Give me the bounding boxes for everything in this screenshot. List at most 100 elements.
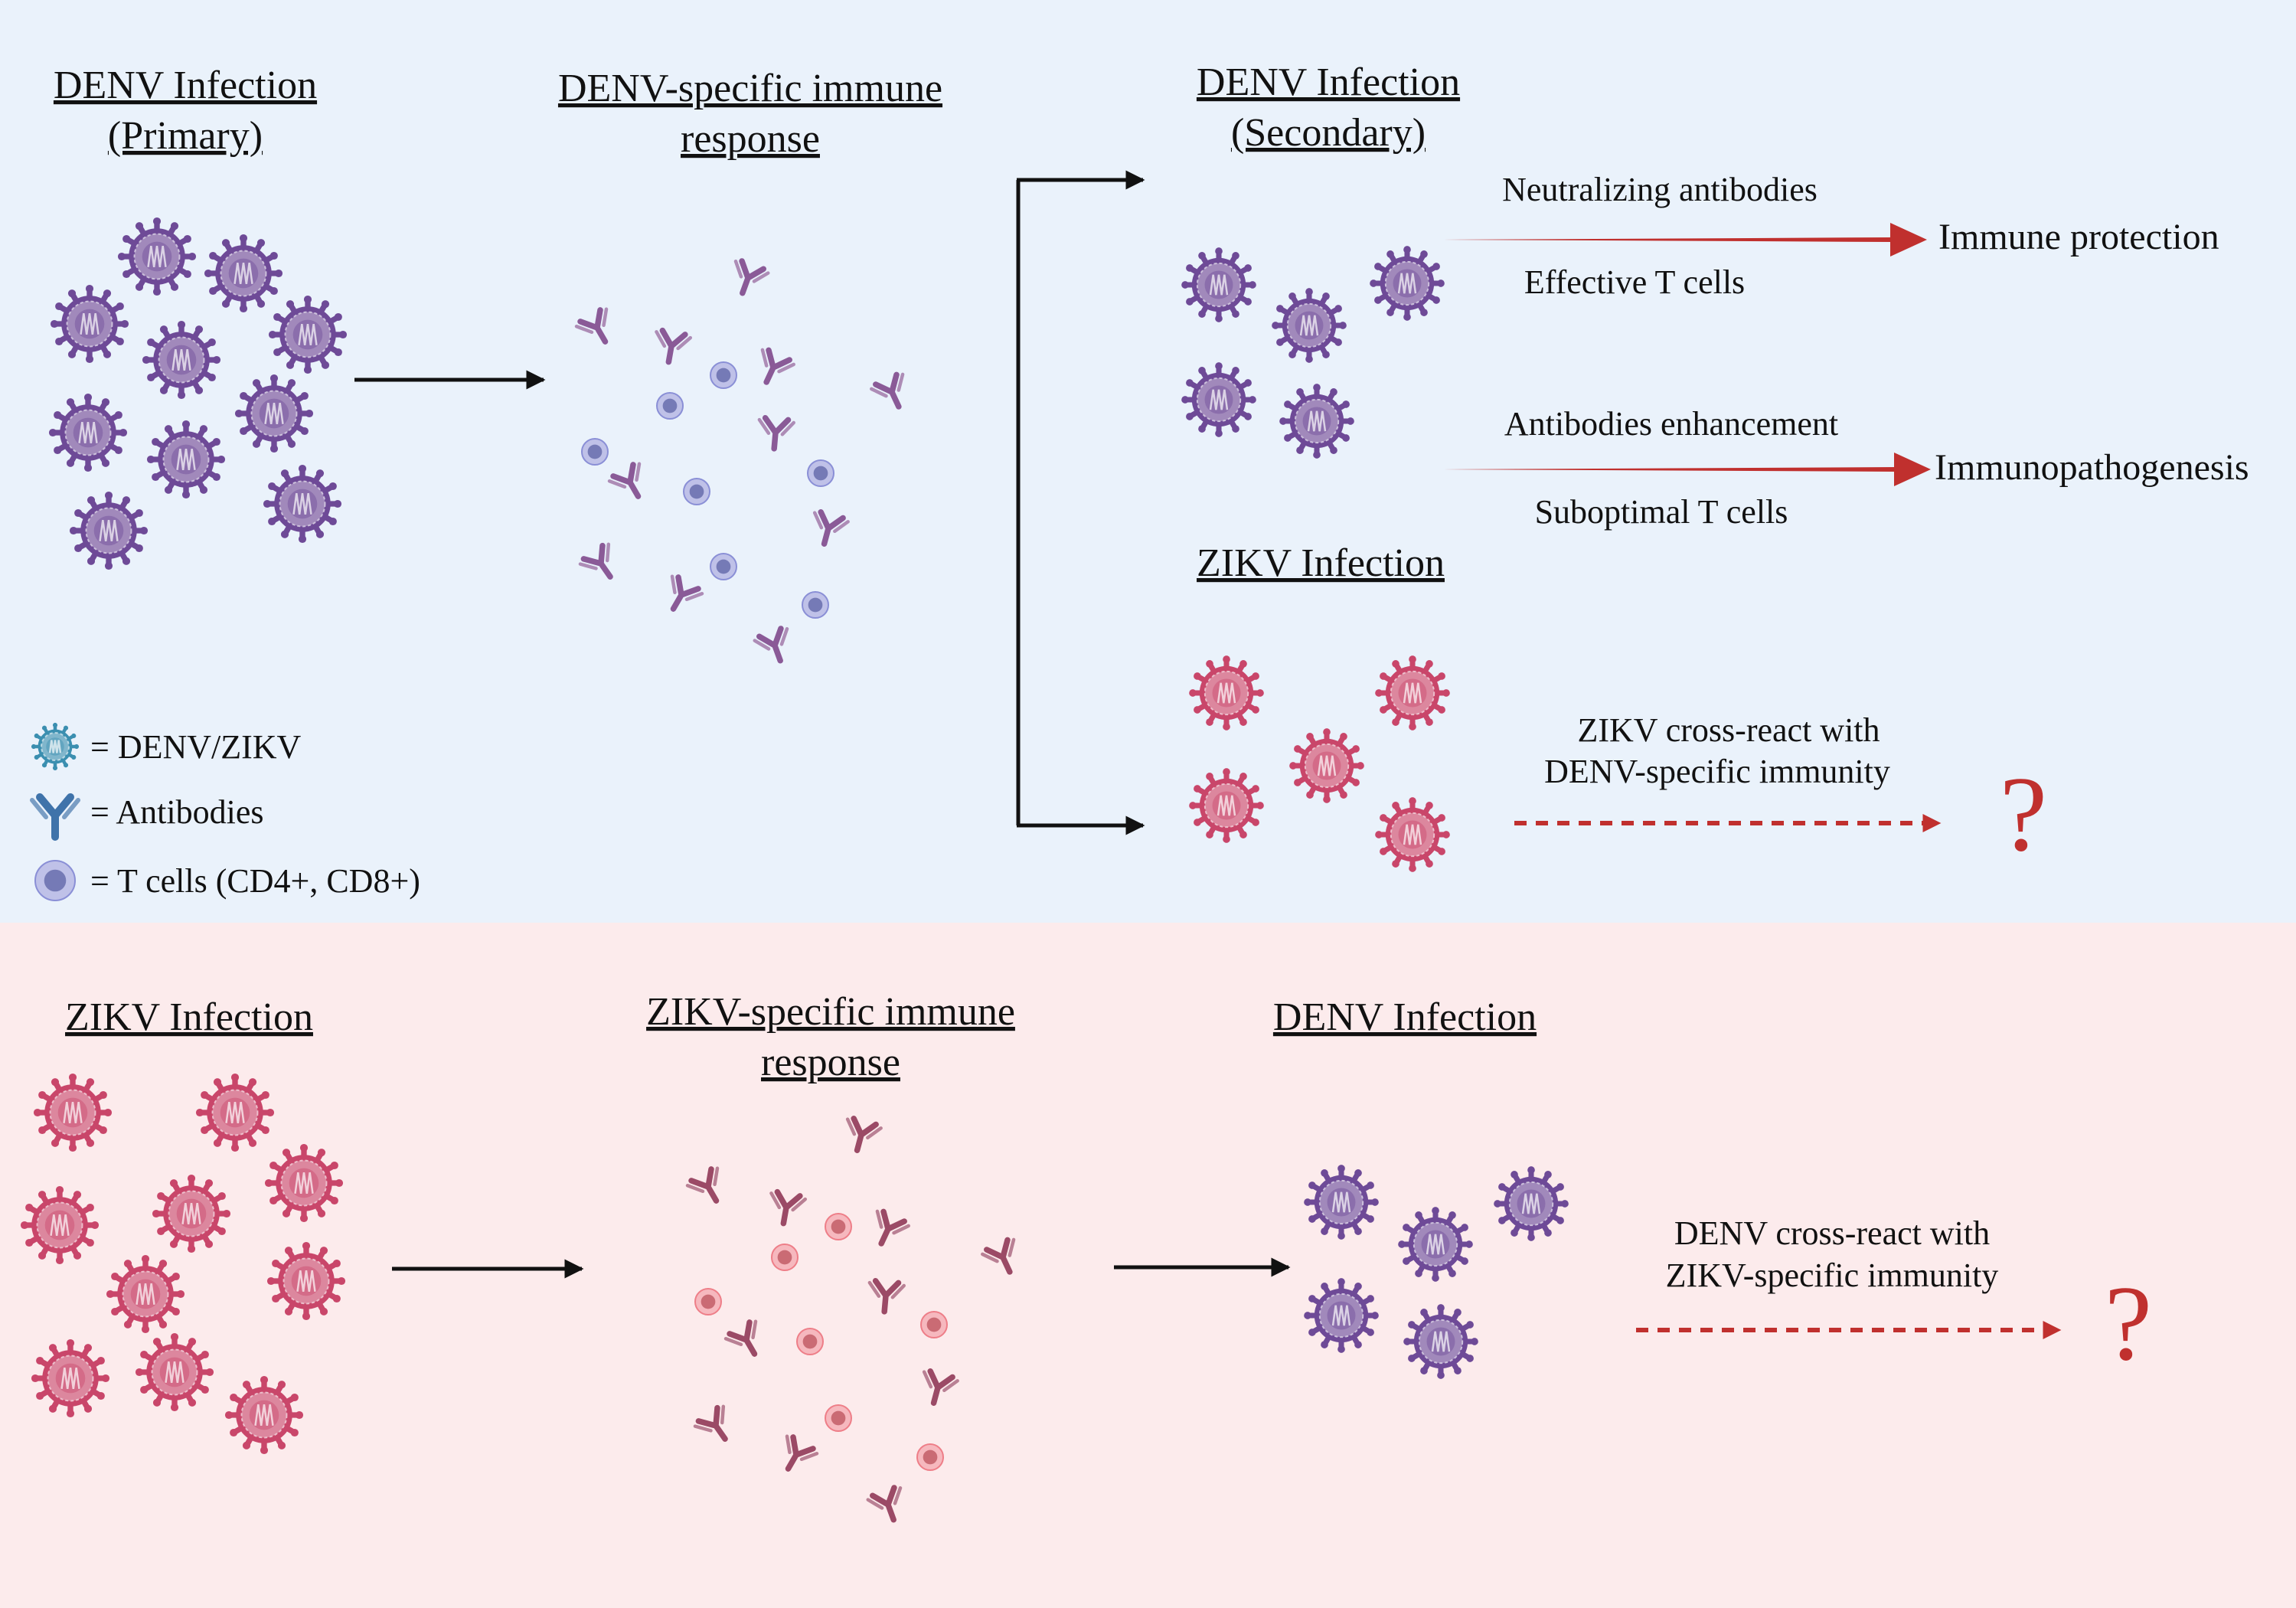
secondary-title-line1: DENV Infection xyxy=(1197,60,1460,104)
top-panel xyxy=(0,0,2296,923)
denv-virus-icon xyxy=(234,374,314,453)
denv-virus-icon xyxy=(48,393,128,472)
question-mark-bottom: ? xyxy=(2105,1264,2152,1383)
denv-virus-icon xyxy=(1272,288,1347,363)
denv-virus-icon xyxy=(1304,1165,1379,1240)
outcome1-label-below: Effective T cells xyxy=(1524,263,1745,301)
zikv-virus-icon xyxy=(1289,728,1364,803)
antibody-icon xyxy=(845,1115,883,1154)
denv-virus-icon xyxy=(142,320,221,400)
zikv-virus-icon xyxy=(106,1254,185,1334)
legend-t-cell-icon xyxy=(34,860,76,901)
antibody-icon xyxy=(693,1404,728,1442)
denv-virus-icon xyxy=(1494,1166,1569,1241)
denv-virus-icon xyxy=(268,295,348,374)
antibody-icon xyxy=(574,307,609,345)
outcome2-label-below: Suboptimal T cells xyxy=(1535,493,1788,531)
antibody-icon xyxy=(867,1278,906,1315)
denv-virus-icon xyxy=(1304,1278,1379,1353)
denv-cross-react-line1: DENV cross-react with xyxy=(1674,1214,1990,1252)
t-cell-icon xyxy=(825,1404,852,1432)
immune-protection-arrow xyxy=(1443,223,1927,257)
primary-title-line1: DENV Infection xyxy=(54,64,317,107)
antibody-icon xyxy=(760,347,795,385)
t-cell-icon xyxy=(710,553,737,580)
zikv-infection-title-bottom: ZIKV Infection xyxy=(65,995,313,1039)
primary-title-line2: (Primary) xyxy=(108,114,263,158)
antibody-icon xyxy=(607,462,642,499)
denv-virus-icon xyxy=(1370,246,1445,321)
antibody-icon xyxy=(785,1434,819,1472)
zikv-virus-icon xyxy=(224,1375,304,1455)
denv-virus-icon xyxy=(1181,247,1256,322)
denv-virus-icon xyxy=(117,217,197,296)
zikv-virus-icon xyxy=(135,1332,214,1412)
zikv-virus-icon xyxy=(195,1073,275,1152)
antibody-icon xyxy=(812,508,850,547)
legend-virus-label: = DENV/ZIKV xyxy=(90,728,302,766)
zikv-virus-icon xyxy=(1375,655,1450,730)
antibody-icon xyxy=(655,327,693,365)
denv-virus-icon xyxy=(146,420,226,499)
immunopathogenesis-arrow xyxy=(1443,453,1931,486)
question-mark-top: ? xyxy=(2000,755,2047,874)
antibody-icon xyxy=(769,1188,808,1227)
antibody-icon xyxy=(723,1319,758,1357)
t-cell-icon xyxy=(825,1213,852,1240)
antibody-icon xyxy=(733,258,770,296)
zikv-virus-icon xyxy=(1375,797,1450,872)
t-cell-icon xyxy=(656,392,684,420)
legend-tcell-label: = T cells (CD4+, CD8+) xyxy=(90,862,420,900)
outcome1-label-above: Neutralizing antibodies xyxy=(1502,171,1818,208)
antibody-icon xyxy=(753,626,789,664)
t-cell-icon xyxy=(920,1311,948,1338)
denv-virus-icon xyxy=(204,234,283,313)
zikv-virus-icon xyxy=(20,1185,100,1265)
legend-antibody-label: = Antibodies xyxy=(90,793,264,831)
t-cell-icon xyxy=(796,1328,824,1355)
zikv-virus-icon xyxy=(152,1174,231,1253)
outcome2-result: Immunopathogenesis xyxy=(1935,447,2249,488)
zikv-virus-icon xyxy=(264,1143,344,1223)
denv-infection-title-bottom: DENV Infection xyxy=(1273,995,1537,1039)
t-cell-icon xyxy=(771,1244,799,1271)
zikv-response-title-line1: ZIKV-specific immune xyxy=(646,990,1015,1034)
denv-virus-icon xyxy=(1279,384,1354,459)
denv-cross-react-line2: ZIKV-specific immunity xyxy=(1666,1257,1999,1294)
antibody-icon xyxy=(670,574,704,612)
zikv-cross-react-line1: ZIKV cross-react with xyxy=(1577,711,1880,749)
denv-virus-icon xyxy=(1398,1207,1473,1282)
zikv-virus-icon xyxy=(33,1073,113,1152)
denv-virus-icon xyxy=(69,491,149,570)
outcome2-label-above: Antibodies enhancement xyxy=(1504,405,1838,443)
t-cell-icon xyxy=(802,591,829,619)
zikv-virus-icon xyxy=(1189,768,1264,843)
legend-antibody-icon xyxy=(30,793,80,841)
legend-virus-icon xyxy=(31,722,80,771)
denv-virus-icon xyxy=(50,284,129,364)
t-cell-icon xyxy=(916,1443,944,1471)
t-cell-icon xyxy=(710,361,737,389)
zikv-infection-title-top: ZIKV Infection xyxy=(1197,541,1445,585)
antibody-icon xyxy=(870,371,905,410)
zikv-virus-icon xyxy=(31,1338,110,1418)
secondary-title-line2: (Secondary) xyxy=(1231,111,1426,155)
t-cell-icon xyxy=(694,1288,722,1315)
t-cell-icon xyxy=(683,478,710,505)
zikv-response-title-line2: response xyxy=(761,1041,900,1084)
t-cell-icon xyxy=(581,438,609,466)
outcome1-result: Immune protection xyxy=(1938,217,2219,257)
denv-response-title-line1: DENV-specific immune xyxy=(558,67,942,110)
antibody-icon xyxy=(922,1368,959,1407)
t-cell-icon xyxy=(807,459,834,487)
denv-virus-icon xyxy=(1403,1304,1478,1379)
antibody-icon xyxy=(578,542,613,580)
antibody-icon xyxy=(875,1208,910,1247)
zikv-cross-react-line2: DENV-specific immunity xyxy=(1544,753,1890,790)
denv-response-title-line2: response xyxy=(681,117,820,161)
antibody-icon xyxy=(757,415,795,452)
zikv-virus-icon xyxy=(266,1241,346,1321)
antibody-icon xyxy=(981,1237,1016,1275)
antibody-icon xyxy=(866,1485,903,1523)
